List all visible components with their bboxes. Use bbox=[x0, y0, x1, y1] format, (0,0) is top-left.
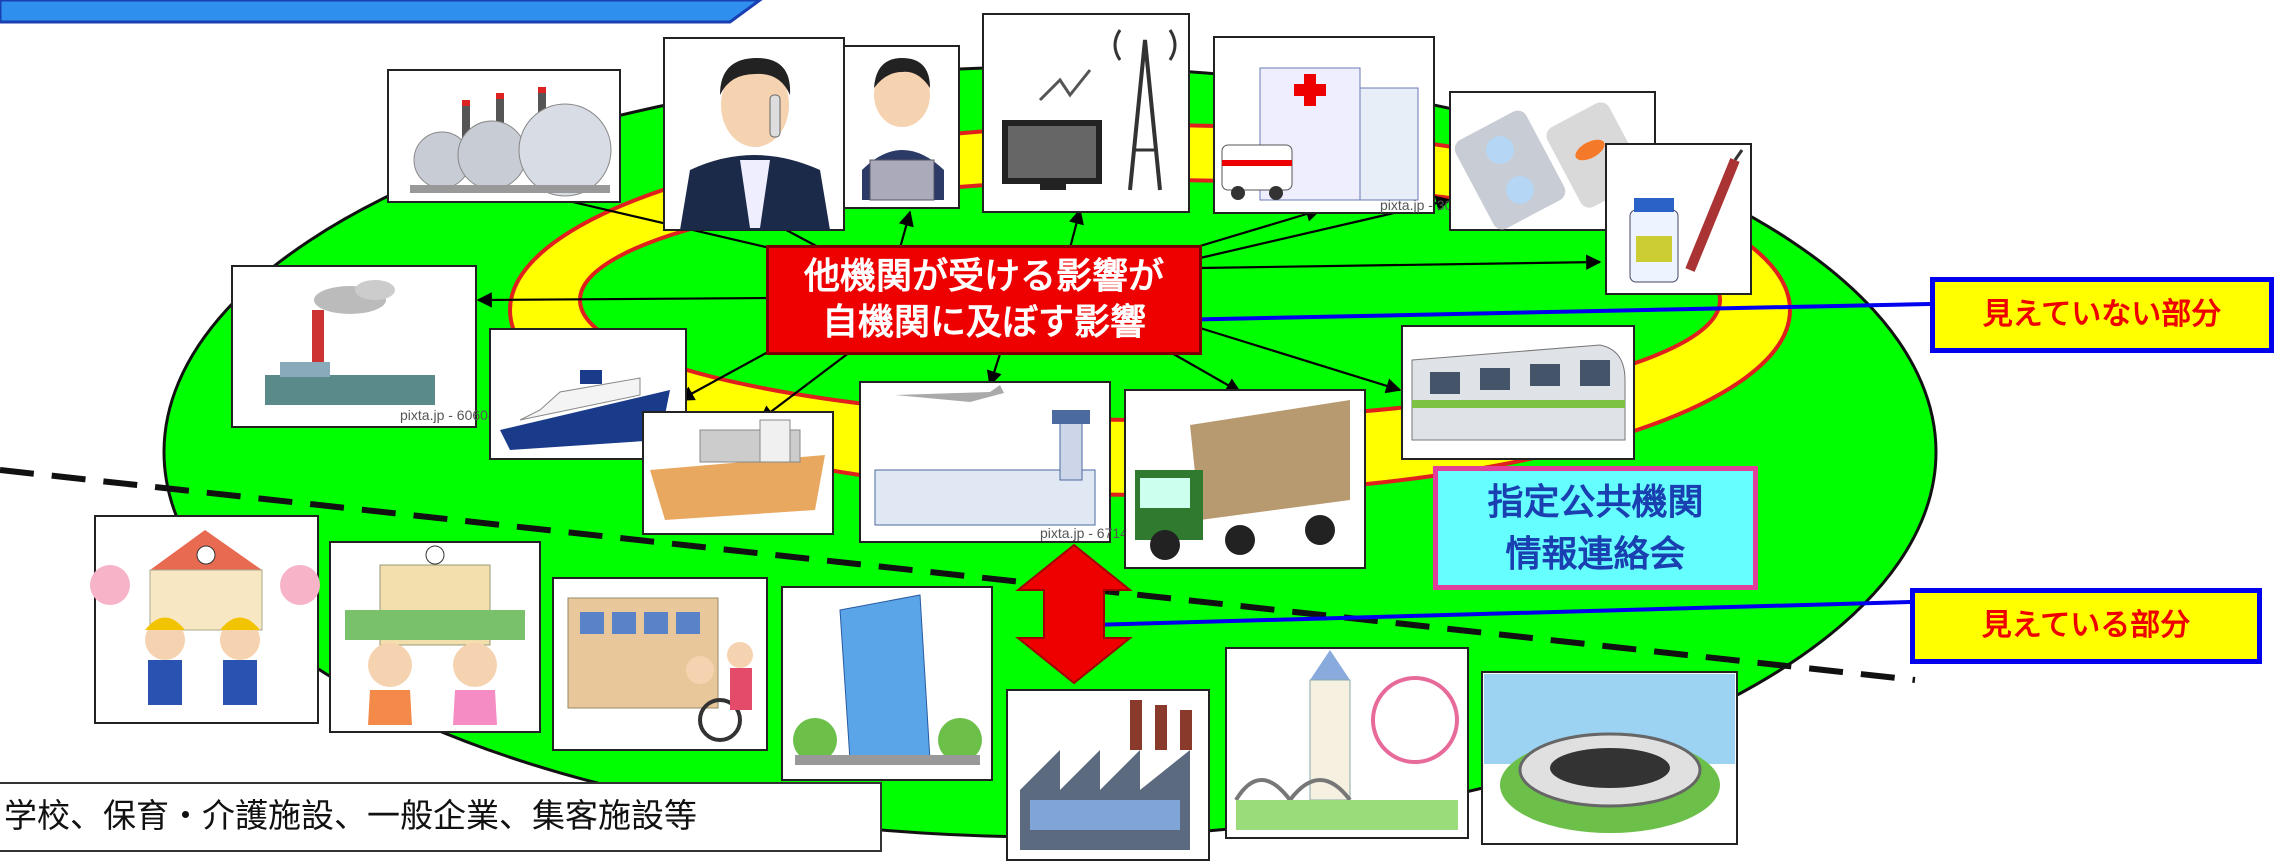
council-line-2: 情報連絡会 bbox=[1505, 534, 1686, 575]
organizations-label: 学校、保育・介護施設、一般企業、集客施設等 bbox=[0, 782, 882, 852]
airport-credit: pixta.jp - 6714564 bbox=[1040, 525, 1152, 541]
factory-smoke-icon: pixta.jp - 6060818 bbox=[231, 265, 512, 428]
office-building-icon bbox=[781, 586, 993, 781]
council-box: 指定公共機関 情報連絡会 bbox=[1433, 466, 1758, 590]
vaccine-icon bbox=[1605, 143, 1752, 295]
kindergarten-icon bbox=[90, 515, 320, 724]
school-children-icon bbox=[329, 541, 541, 733]
industrial-factory-icon bbox=[1006, 689, 1210, 861]
center-influence-box: 他機関が受ける影響が 自機関に及ぼす影響 bbox=[766, 245, 1202, 355]
council-line-1: 指定公共機関 bbox=[1487, 482, 1704, 523]
factory-credit: pixta.jp - 6060818 bbox=[400, 407, 512, 423]
hidden-part-pointer bbox=[1169, 302, 1931, 322]
airport-icon: pixta.jp - 6714564 bbox=[859, 381, 1152, 543]
tv-tower-icon bbox=[982, 13, 1190, 213]
truck-icon bbox=[1124, 389, 1366, 569]
double-arrow bbox=[1015, 543, 1133, 685]
hospital-ambulance-icon: pixta.jp - 3057868 bbox=[1213, 36, 1492, 214]
hidden-part-label: 見えていない部分 bbox=[1930, 277, 2274, 353]
amusement-park-icon bbox=[1225, 647, 1469, 839]
center-line-2: 自機関に及ぼす影響 bbox=[821, 302, 1146, 343]
title-banner bbox=[0, 0, 763, 24]
care-facility-icon bbox=[552, 577, 768, 751]
cargo-ship-icon bbox=[642, 411, 834, 535]
visible-part-pointer bbox=[1089, 600, 1911, 627]
train-icon bbox=[1401, 325, 1635, 460]
gas-tanks-icon bbox=[387, 69, 621, 203]
center-line-1: 他機関が受ける影響が bbox=[803, 256, 1164, 297]
office-worker-icon bbox=[843, 45, 960, 209]
businessman-phone-icon bbox=[663, 37, 845, 231]
medicine-tablets-icon bbox=[1449, 91, 1656, 231]
visible-part-label: 見えている部分 bbox=[1910, 588, 2262, 664]
visibility-divider bbox=[0, 467, 1916, 683]
stadium-icon bbox=[1481, 671, 1738, 845]
